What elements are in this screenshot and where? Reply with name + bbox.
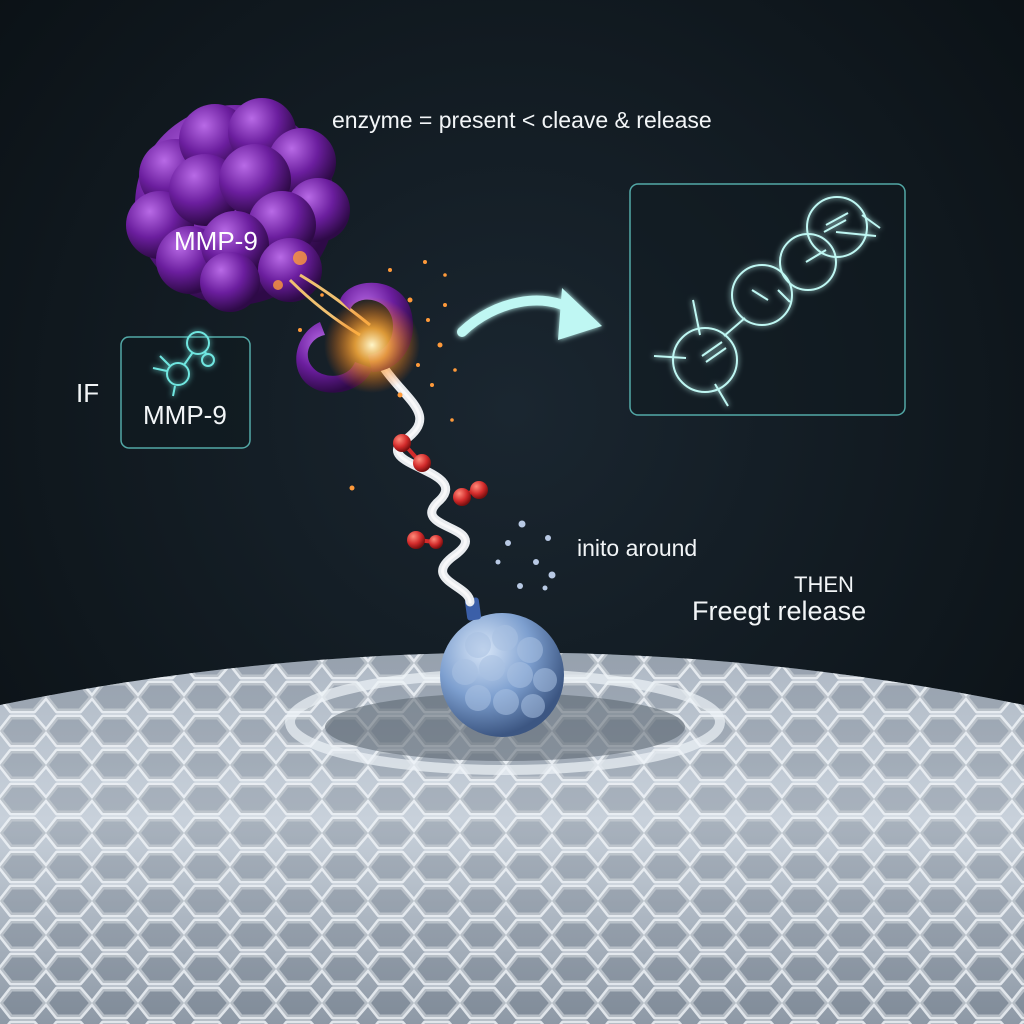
molecule-icon bbox=[152, 331, 215, 397]
enzyme-label: MMP-9 bbox=[174, 226, 258, 256]
condition-enzyme-label: MMP-9 bbox=[143, 400, 227, 430]
diffuse-label: inito around bbox=[577, 535, 698, 561]
mmp9-enzyme bbox=[126, 98, 350, 312]
diagram-caption: enzyme = present < cleave & release bbox=[332, 107, 712, 133]
nanoparticle bbox=[440, 597, 564, 737]
then-label: THEN bbox=[794, 572, 854, 597]
outcome-label: Freegt release bbox=[692, 596, 867, 626]
peptide-linker bbox=[377, 360, 475, 607]
cell-matrix-surface bbox=[0, 652, 1024, 1024]
result-box bbox=[629, 183, 906, 416]
payload-atoms bbox=[393, 434, 488, 549]
condition-box bbox=[120, 331, 251, 449]
cleavage-sparks bbox=[298, 260, 457, 491]
condition-if-label: IF bbox=[76, 378, 100, 408]
released-particles bbox=[495, 520, 556, 591]
molecule-structure-icon bbox=[653, 196, 881, 407]
cleavage-site bbox=[296, 282, 420, 393]
arrow-icon bbox=[457, 288, 602, 340]
